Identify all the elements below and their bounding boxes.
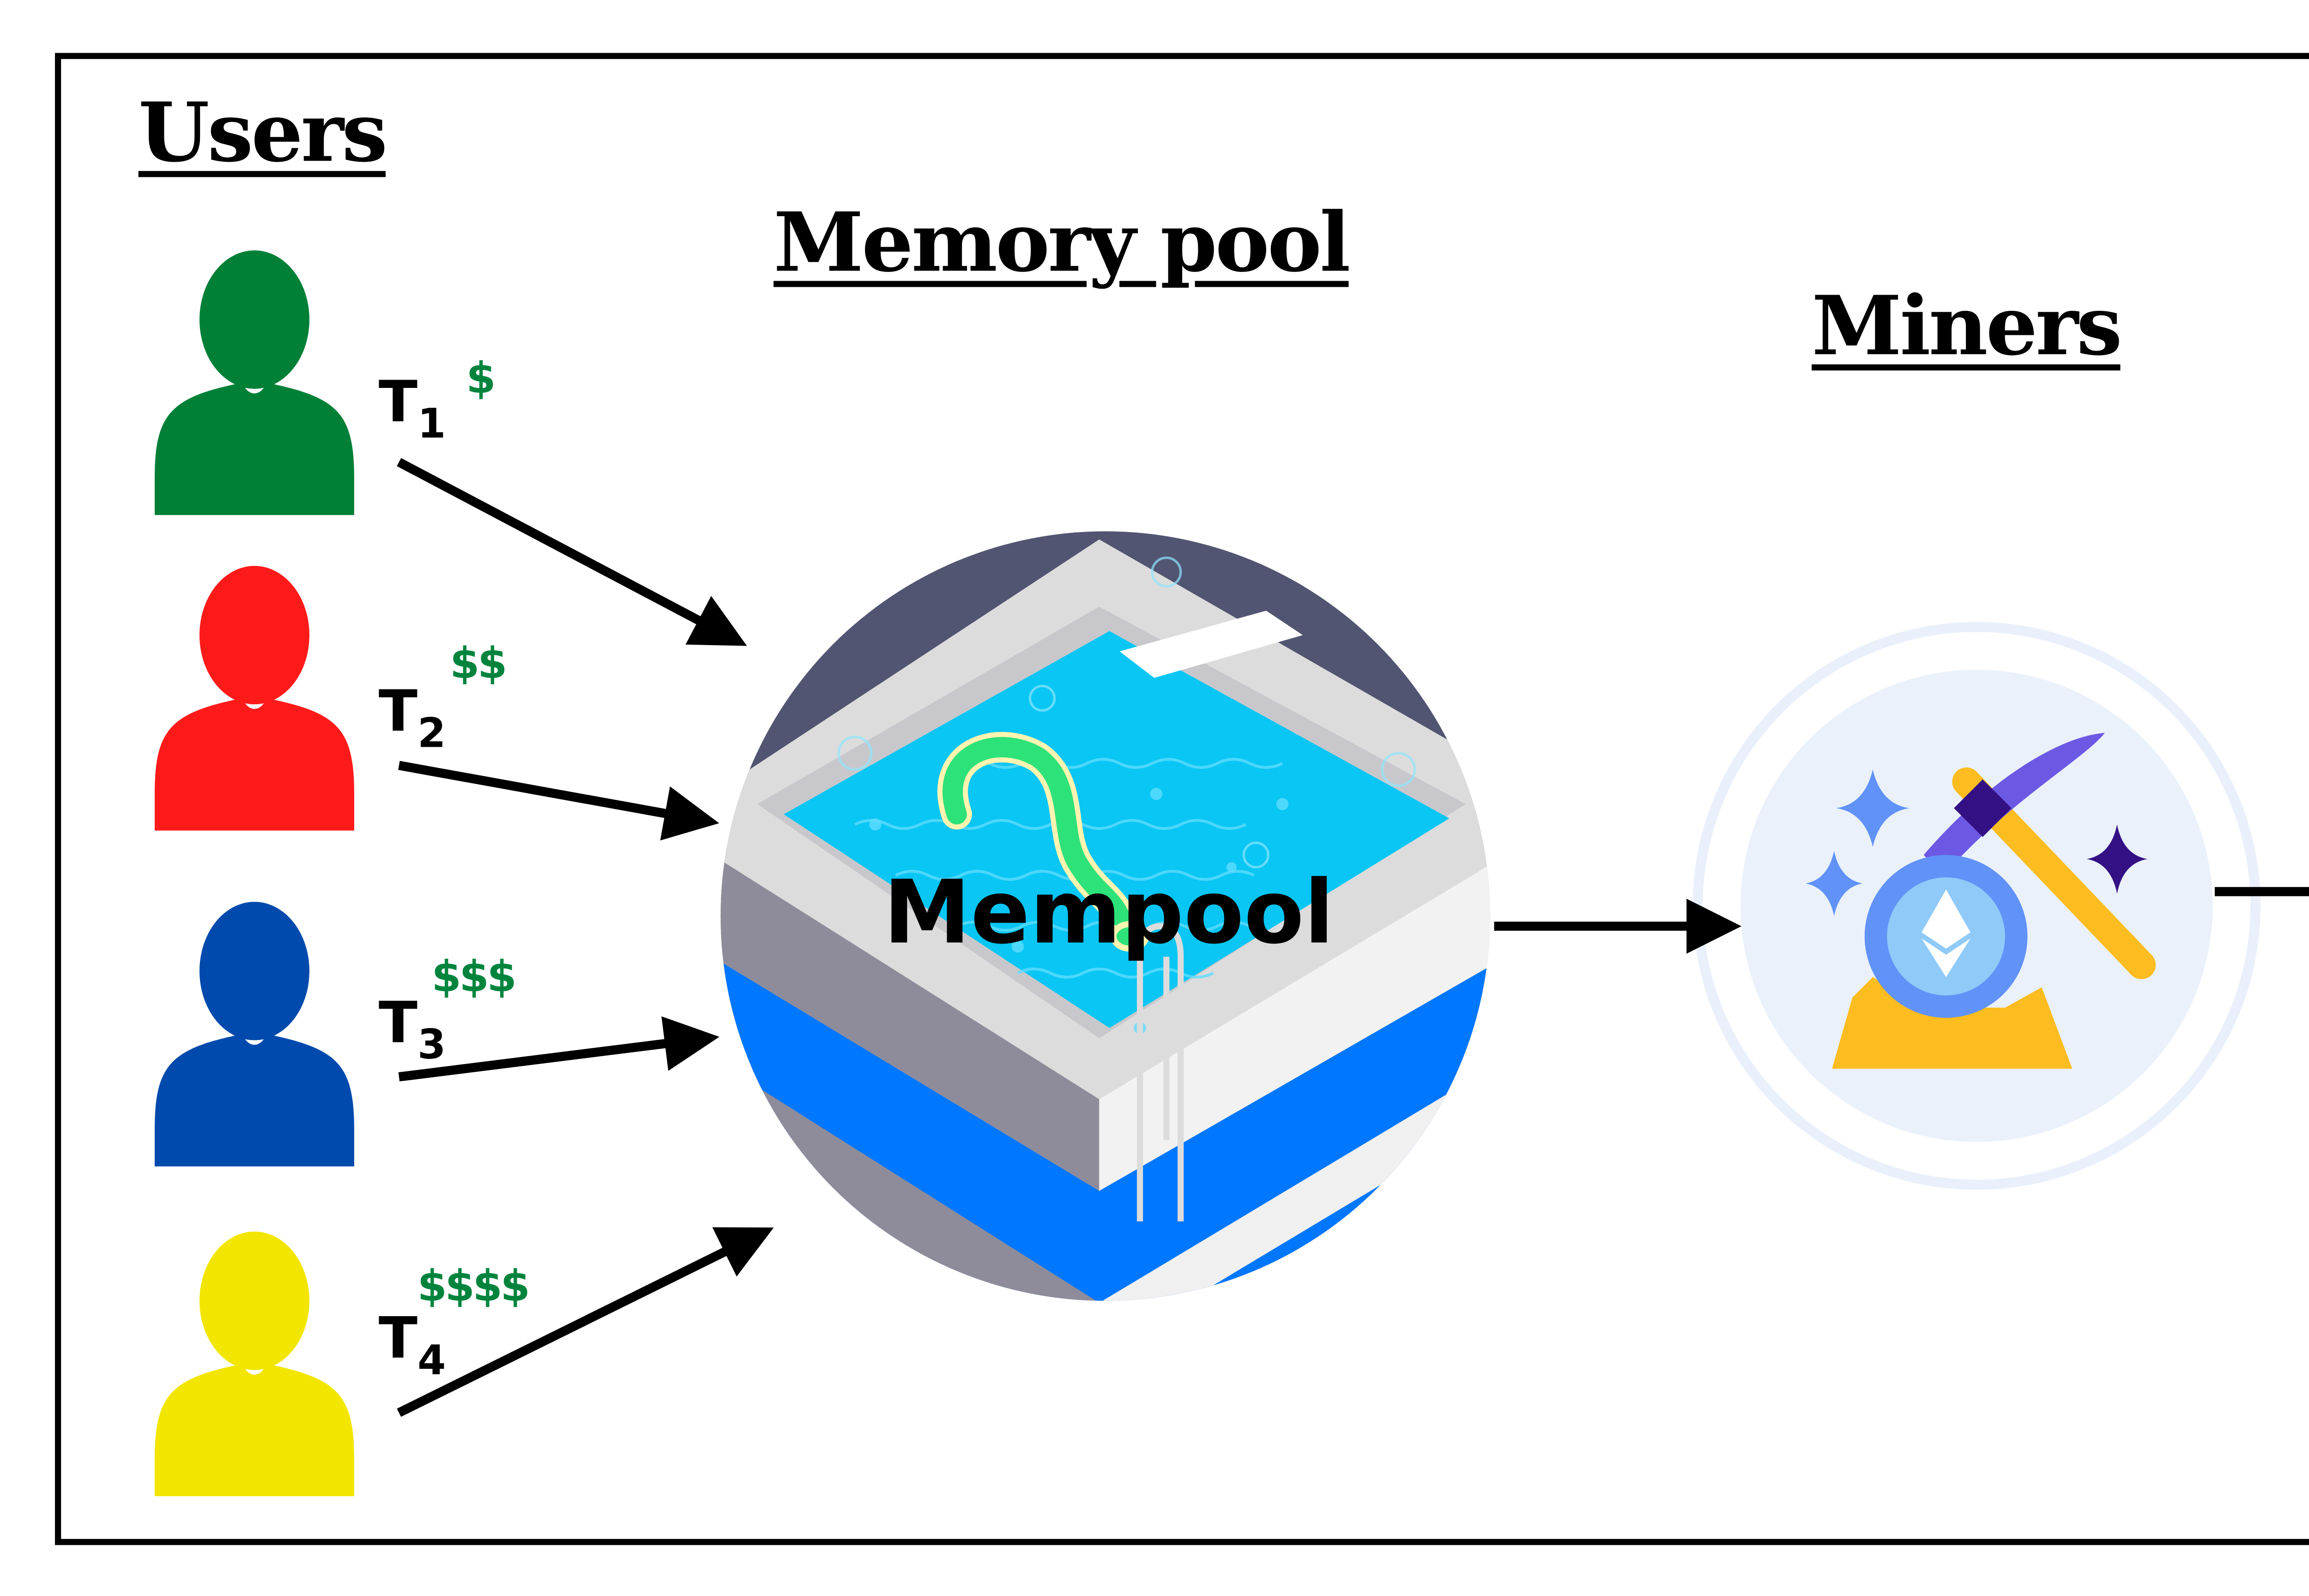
user-fee-4: $$$$ <box>417 1262 530 1311</box>
miners-heading: Miners <box>1812 278 2122 375</box>
users-heading: Users <box>138 85 388 181</box>
user-tx-label-3: T3 <box>378 989 446 1069</box>
mempool-label: Mempool <box>883 863 1334 965</box>
user-tx-label-4: T4 <box>378 1305 446 1384</box>
user-fee-3: $$$ <box>431 952 516 1002</box>
user-fee-1: $ <box>466 354 496 403</box>
user-fee-2: $$ <box>450 639 507 688</box>
memory-pool-heading: Memory pool <box>774 195 1351 291</box>
user-icon-4 <box>155 1231 354 1496</box>
arrow-user3-to-mempool <box>398 1016 719 1082</box>
arrow-user4-to-mempool <box>397 1227 774 1417</box>
user-tx-label-1: T1 <box>378 368 446 448</box>
user-icon-3 <box>155 901 354 1167</box>
user-icon-1 <box>155 250 354 515</box>
arrow-user1-to-mempool <box>397 458 747 646</box>
user-body <box>155 382 354 515</box>
user-tx-label-2: T2 <box>378 677 446 757</box>
user-head <box>199 250 310 389</box>
user-icon-2 <box>155 566 354 831</box>
arrow-user2-to-mempool <box>398 761 719 841</box>
